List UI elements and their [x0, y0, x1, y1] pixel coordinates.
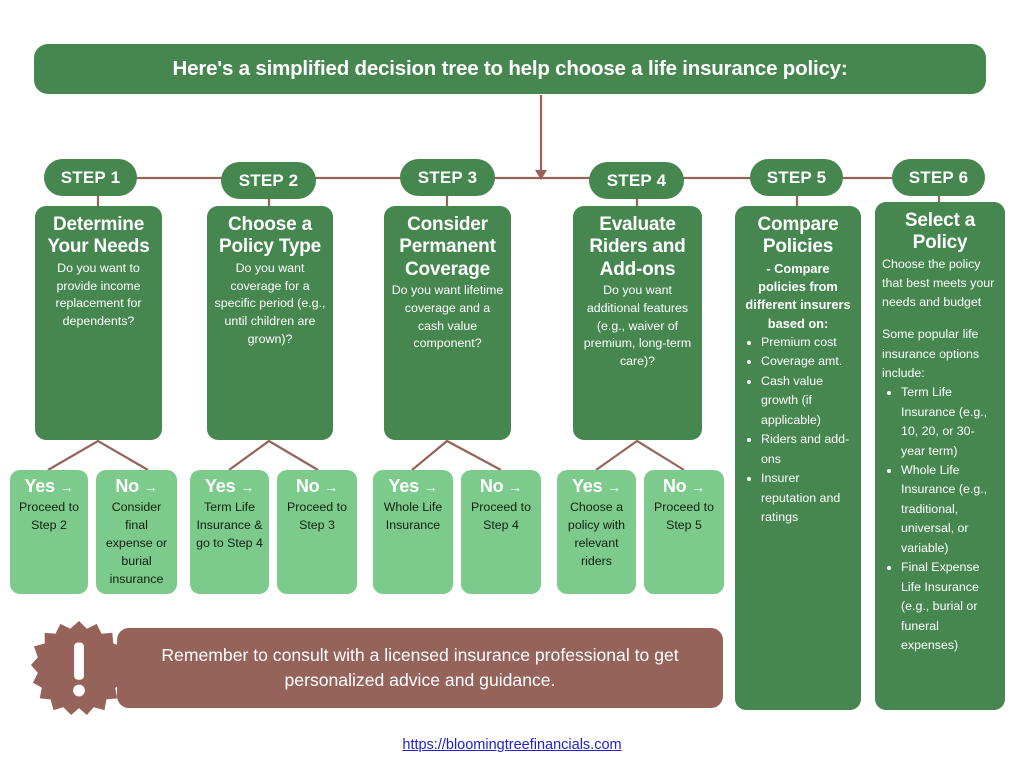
answer-label: Yes → [562, 476, 631, 497]
list-item: Riders and add-ons [761, 430, 854, 469]
step-box-1[interactable]: Determine Your Needs Do you want to prov… [35, 206, 162, 440]
step-heading-3: Consider Permanent Coverage [399, 214, 496, 280]
answer-label: No → [466, 476, 536, 497]
step-subtext-2: Do you want coverage for a specific peri… [214, 260, 326, 346]
answer-label: No → [101, 476, 172, 497]
answer-body: Term Life Insurance & go to Step 4 [196, 500, 263, 551]
list-item: Whole Life Insurance (e.g., traditional,… [901, 461, 998, 558]
note-banner: Remember to consult with a licensed insu… [117, 628, 723, 708]
step-subtext-3: Do you want lifetime coverage and a cash… [391, 283, 504, 351]
answer-card-yes-1[interactable]: Yes → Proceed to Step 2 [10, 470, 88, 594]
answer-body: Proceed to Step 4 [471, 500, 531, 533]
answer-card-no-1[interactable]: No → Consider final expense or burial in… [96, 470, 177, 594]
answer-card-no-3[interactable]: No → Proceed to Step 4 [461, 470, 541, 594]
answer-label: Yes → [15, 476, 83, 497]
answer-card-yes-4[interactable]: Yes → Choose a policy with relevant ride… [557, 470, 636, 594]
step-pill-2[interactable]: STEP 2 [221, 162, 316, 199]
answer-label-text: No [662, 476, 687, 496]
exclamation-burst-icon [30, 620, 128, 716]
step-box-6[interactable]: Select a Policy Choose the policy that b… [875, 202, 1005, 710]
note-text: Remember to consult with a licensed insu… [161, 644, 679, 691]
list-item: Term Life Insurance (e.g., 10, 20, or 30… [901, 383, 998, 461]
step-heading-1: Determine Your Needs [47, 214, 150, 258]
step-box-2[interactable]: Choose a Policy Type Do you want coverag… [207, 206, 333, 440]
step-6-paragraph-1: Choose the policy that best meets your n… [882, 256, 995, 310]
step-6-bullet-list: Term Life Insurance (e.g., 10, 20, or 30… [882, 383, 998, 656]
list-item: Insurer reputation and ratings [761, 469, 854, 527]
step-subtext-5: - Compare policies from different insure… [745, 260, 851, 331]
step-box-4[interactable]: Evaluate Riders and Add-ons Do you want … [573, 206, 702, 440]
answer-card-yes-3[interactable]: Yes → Whole Life Insurance [373, 470, 453, 594]
answer-label-text: Yes [204, 476, 236, 496]
answer-label: Yes → [195, 476, 264, 497]
down-arrowhead [535, 170, 547, 180]
answer-label: Yes → [378, 476, 448, 497]
right-arrow-icon: → [508, 479, 523, 495]
step-pill-6[interactable]: STEP 6 [892, 159, 985, 196]
page-title: Here's a simplified decision tree to hel… [172, 57, 848, 80]
step-box-5[interactable]: Compare Policies - Compare policies from… [735, 206, 861, 710]
answer-body: Consider final expense or burial insuran… [105, 500, 168, 587]
step-5-bullet-list: Premium cost Coverage amt. Cash value gr… [742, 333, 854, 528]
step-pill-3[interactable]: STEP 3 [400, 159, 495, 196]
answer-label: No → [649, 476, 719, 497]
answer-label-text: No [115, 476, 139, 496]
list-item: Premium cost [761, 333, 854, 352]
list-item: Final Expense Life Insurance (e.g., buri… [901, 558, 998, 655]
answer-body: Whole Life Insurance [383, 500, 443, 533]
answer-label-text: Yes [571, 476, 603, 496]
right-arrow-icon: → [607, 479, 622, 495]
answer-card-no-2[interactable]: No → Proceed to Step 3 [277, 470, 357, 594]
step-pill-1[interactable]: STEP 1 [44, 159, 137, 196]
list-item: Cash value growth (if applicable) [761, 372, 854, 430]
answer-body: Proceed to Step 2 [19, 500, 79, 533]
step-heading-4: Evaluate Riders and Add-ons [589, 214, 686, 280]
answer-label: No → [282, 476, 352, 497]
step-subtext-4: Do you want additional features (e.g., w… [583, 283, 692, 369]
step-heading-5: Compare Policies [757, 214, 839, 258]
step-subtext-1: Do you want to provide income replacemen… [55, 260, 142, 329]
title-banner: Here's a simplified decision tree to hel… [34, 44, 986, 94]
right-arrow-icon: → [324, 479, 339, 495]
right-arrow-icon: → [240, 479, 255, 495]
answer-label-text: No [479, 476, 504, 496]
right-arrow-icon: → [423, 479, 438, 495]
right-arrow-icon: → [691, 479, 706, 495]
spacer [882, 312, 998, 325]
step-box-3[interactable]: Consider Permanent Coverage Do you want … [384, 206, 511, 440]
answer-label-text: No [295, 476, 320, 496]
step-heading-6: Select a Policy [904, 210, 976, 254]
answer-body: Proceed to Step 5 [654, 500, 714, 533]
answer-card-no-4[interactable]: No → Proceed to Step 5 [644, 470, 724, 594]
answer-label-text: Yes [24, 476, 55, 496]
answer-body: Proceed to Step 3 [287, 500, 347, 533]
step-6-paragraph-2: Some popular life insurance options incl… [882, 327, 980, 380]
step-heading-2: Choose a Policy Type [219, 214, 321, 258]
right-arrow-icon: → [143, 479, 158, 495]
answer-card-yes-2[interactable]: Yes → Term Life Insurance & go to Step 4 [190, 470, 269, 594]
step-pill-4[interactable]: STEP 4 [589, 162, 684, 199]
answer-label-text: Yes [388, 476, 419, 496]
list-item: Coverage amt. [761, 352, 854, 371]
step-pill-5[interactable]: STEP 5 [750, 159, 843, 196]
answer-body: Choose a policy with relevant riders [567, 500, 626, 569]
website-link[interactable]: https://bloomingtreefinancials.com [402, 737, 622, 753]
right-arrow-icon: → [59, 479, 74, 495]
